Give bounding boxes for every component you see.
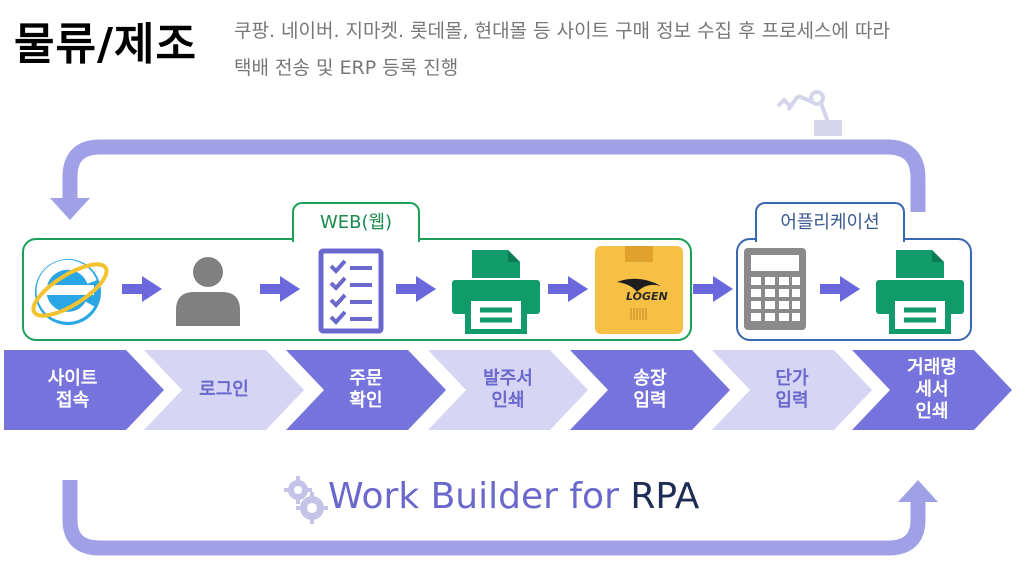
flow-arrow-5 [693,276,733,302]
flow-arrow-1 [122,276,162,302]
step-7-line1: 거래명 [907,357,957,378]
description-line-2: 택배 전송 및 ERP 등록 진행 [234,57,459,79]
step-4-line1: 발주서 [483,368,533,389]
printer-icon [876,250,964,334]
step-chevron-6 [712,350,872,430]
checklist-icon [318,248,384,334]
step-6-line1: 단가 [775,368,809,389]
step-6-line2: 입력 [775,390,809,411]
step-3-line1: 주문 [349,368,383,389]
logen-label: LOGEN [626,290,668,303]
flow-arrow-3 [396,276,436,302]
step-chevron-4 [428,350,588,430]
step-2-line1: 로그인 [199,379,249,400]
step-5-line1: 송장 [633,368,667,389]
step-chevron-5 [570,350,730,430]
step-7-line2: 세서 [915,379,949,400]
printer-icon [452,250,540,334]
flow-arrow-4 [548,276,588,302]
footer-title: Work Builder for RPA [328,476,699,517]
flow-arrow-6 [820,276,860,302]
footer-text: Work Builder for [328,476,631,517]
step-7-line3: 인쇄 [915,401,949,422]
page-title: 물류/제조 [14,19,197,70]
step-chevron-2 [144,350,304,430]
step-label-2: 로그인 [167,350,281,430]
app-group-label: 어플리케이션 [755,202,905,242]
web-group-label: WEB(웹) [292,202,420,242]
footer-highlight: RPA [630,476,700,517]
step-1-line2: 접속 [56,390,90,411]
gears-icon [284,476,328,524]
flow-arrow-2 [260,276,300,302]
step-4-line2: 인쇄 [491,390,525,411]
step-5-line2: 입력 [633,390,667,411]
user-icon [176,257,240,326]
step-3-line2: 확인 [349,390,383,411]
internet-explorer-icon [31,259,109,325]
step-chevron-3 [286,350,446,430]
description-line-1: 쿠팡. 네이버. 지마켓. 롯데몰, 현대몰 등 사이트 구매 정보 수집 후 … [234,20,890,42]
step-chevron-1 [4,350,164,430]
step-1-line1: 사이트 [47,368,98,389]
calculator-icon [744,248,806,330]
step-chevron-7 [852,350,1012,430]
logen-box-icon [595,246,683,334]
robot-arm-icon [776,90,842,136]
